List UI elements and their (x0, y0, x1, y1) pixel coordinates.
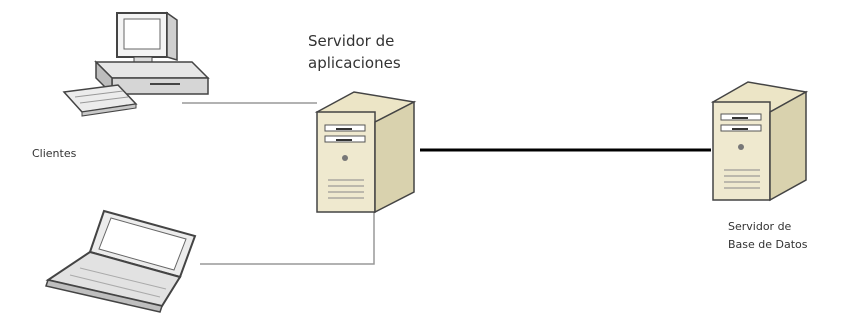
desktop-computer-icon (62, 11, 210, 117)
db-server-tower-icon (710, 81, 809, 202)
connector-laptop-to-app-server (200, 190, 375, 265)
clients-label: Clientes (32, 147, 77, 160)
app-server-tower-icon (314, 91, 417, 214)
db-server-label: Servidor de Base de Datos (728, 218, 808, 254)
laptop-icon (45, 209, 197, 313)
app-server-label: Servidor de aplicaciones (308, 30, 401, 74)
db-server-label-line2: Base de Datos (728, 238, 808, 251)
db-server-label-line1: Servidor de (728, 220, 792, 233)
app-server-label-line2: aplicaciones (308, 54, 401, 72)
app-server-label-line1: Servidor de (308, 32, 395, 50)
